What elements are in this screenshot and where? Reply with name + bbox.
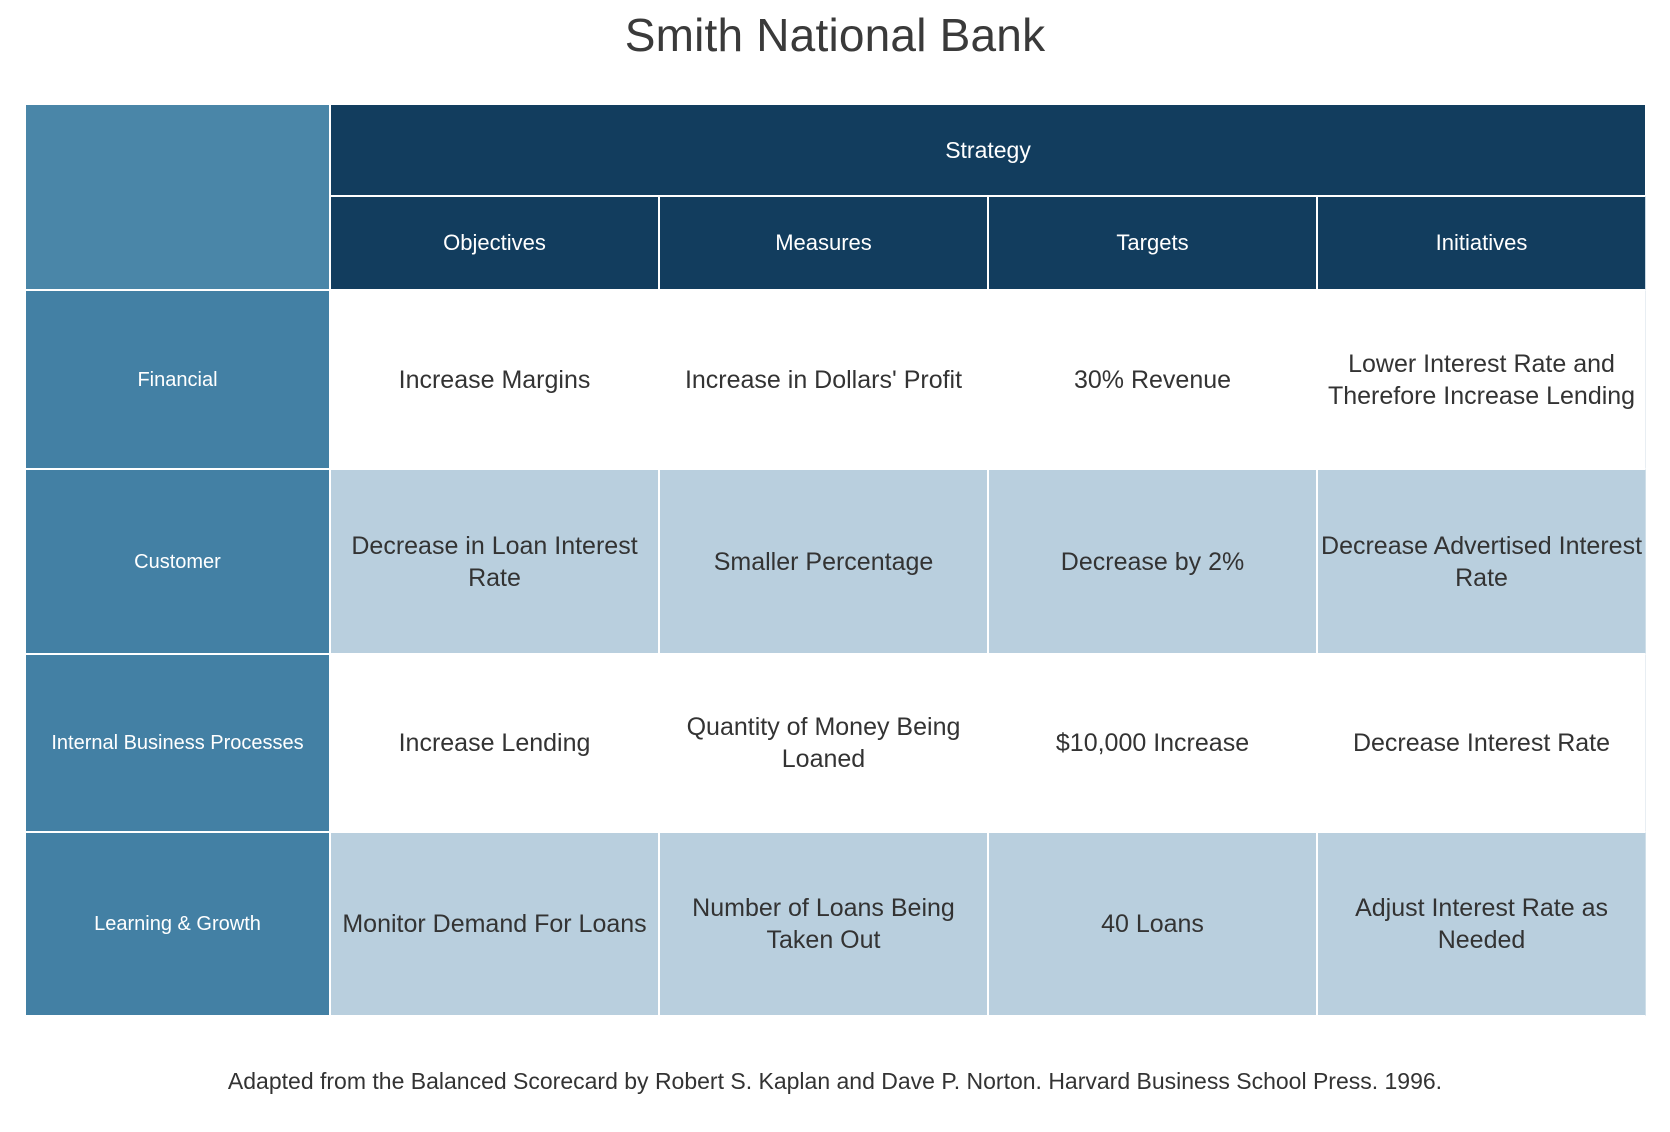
column-header-initiatives: Initiatives [1317,196,1647,290]
cell-financial-objectives: Increase Margins [330,290,659,469]
cell-internal-measures: Quantity of Money Being Loaned [659,654,988,832]
cell-financial-measures: Increase in Dollars' Profit [659,290,988,469]
perspective-label-financial: Financial [25,290,330,469]
cell-internal-objectives: Increase Lending [330,654,659,832]
perspective-corner-cell [25,104,330,290]
table-row: Financial Increase Margins Increase in D… [25,290,1647,469]
table-header-banner-row: Strategy [25,104,1647,290]
column-header-objectives: Objectives [330,196,659,290]
cell-financial-initiatives: Lower Interest Rate and Therefore Increa… [1317,290,1647,469]
cell-customer-objectives: Decrease in Loan Interest Rate [330,469,659,654]
cell-financial-targets: 30% Revenue [988,290,1317,469]
source-attribution: Adapted from the Balanced Scorecard by R… [227,1068,1443,1094]
table-row: Internal Business Processes Increase Len… [25,654,1647,832]
cell-internal-targets: $10,000 Increase [988,654,1317,832]
column-header-targets: Targets [988,196,1317,290]
table-row: Customer Decrease in Loan Interest Rate … [25,469,1647,654]
cell-customer-targets: Decrease by 2% [988,469,1317,654]
perspective-label-internal-business-processes: Internal Business Processes [25,654,330,832]
cell-learning-objectives: Monitor Demand For Loans [330,832,659,1016]
table-row: Learning & Growth Monitor Demand For Loa… [25,832,1647,1016]
cell-customer-measures: Smaller Percentage [659,469,988,654]
strategy-banner-cell: Strategy [330,104,1647,196]
table-column-header-row: Objectives Measures Targets Initiatives [25,196,1647,290]
cell-learning-measures: Number of Loans Being Taken Out [659,832,988,1016]
cell-customer-initiatives: Decrease Advertised Interest Rate [1317,469,1647,654]
page-title: Smith National Bank [624,9,1046,61]
balanced-scorecard-table: Strategy Objectives Measures Targets Ini… [25,104,1647,1016]
cell-internal-initiatives: Decrease Interest Rate [1317,654,1647,832]
cell-learning-initiatives: Adjust Interest Rate as Needed [1317,832,1647,1016]
cell-learning-targets: 40 Loans [988,832,1317,1016]
perspective-label-customer: Customer [25,469,330,654]
perspective-label-learning-and-growth: Learning & Growth [25,832,330,1016]
column-header-measures: Measures [659,196,988,290]
